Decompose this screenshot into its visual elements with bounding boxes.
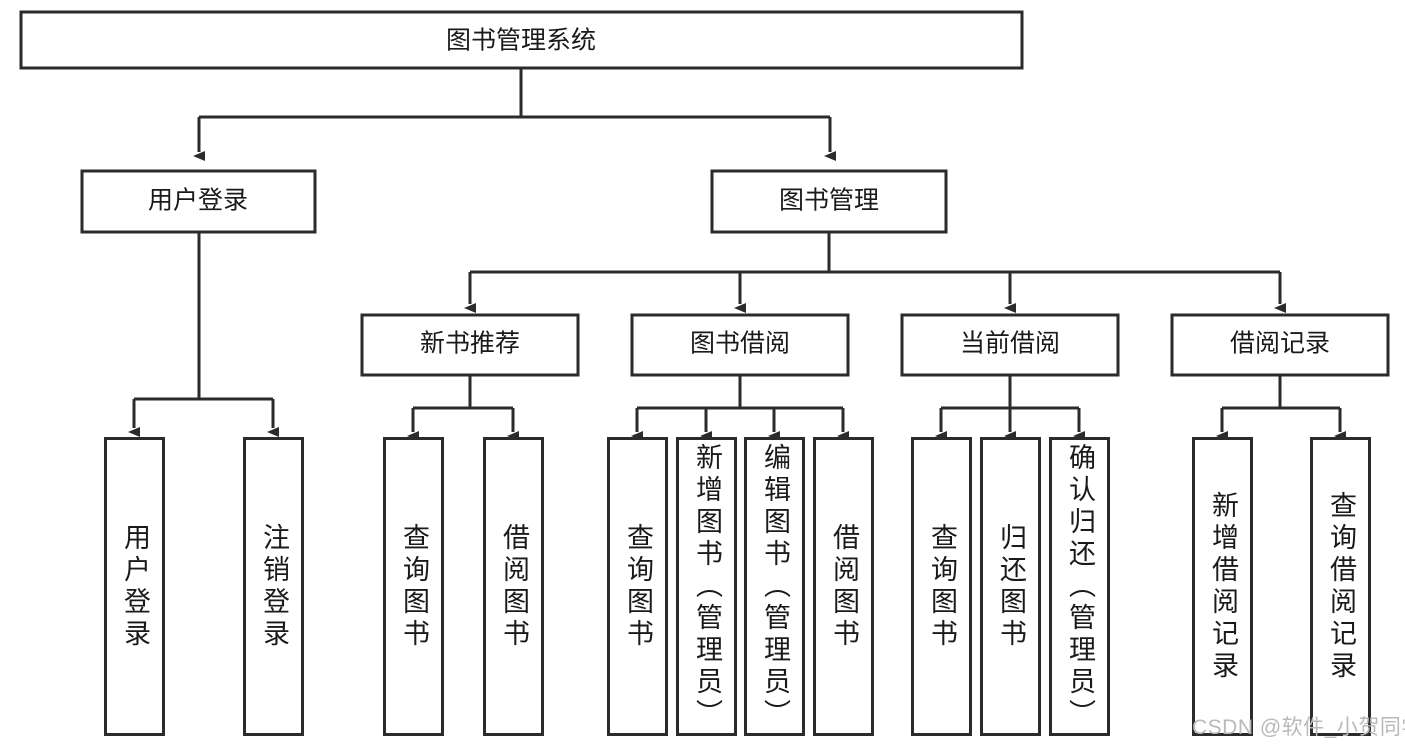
watermark-text: CSDN @软件_小贺同学 xyxy=(1192,716,1405,739)
leaf-book-borrow-3[interactable]: 编辑图书（管理员） xyxy=(744,437,805,736)
node-book-borrow-box[interactable] xyxy=(630,313,850,377)
node-borrow-record[interactable]: 借阅记录 xyxy=(1170,313,1390,377)
leaf-label: 借阅图书 xyxy=(499,522,529,651)
leaf-label: 编辑图书（管理员） xyxy=(760,442,790,731)
leaf-borrow-record-1[interactable]: 新增借阅记录 xyxy=(1192,437,1253,736)
node-new-book-recommend-box[interactable] xyxy=(360,313,580,377)
node-new-book-recommend[interactable]: 新书推荐 xyxy=(360,313,580,377)
leaf-user-login-2[interactable]: 注销登录 xyxy=(243,437,304,736)
leaf-label: 新增图书（管理员） xyxy=(692,442,722,731)
leaf-current-borrow-1[interactable]: 查询图书 xyxy=(911,437,972,736)
connector-book-borrow-to-leaves xyxy=(631,375,849,441)
node-root[interactable]: 图书管理系统 xyxy=(19,10,1024,70)
node-borrow-record-box[interactable] xyxy=(1170,313,1390,377)
leaf-current-borrow-3[interactable]: 确认归还（管理员） xyxy=(1049,437,1110,736)
leaf-borrow-record-2[interactable]: 查询借阅记录 xyxy=(1310,437,1371,736)
node-book-borrow[interactable]: 图书借阅 xyxy=(630,313,850,377)
leaf-new-book-recommend-2[interactable]: 借阅图书 xyxy=(483,437,544,736)
leaf-book-borrow-4[interactable]: 借阅图书 xyxy=(813,437,874,736)
connector-user-login-to-leaves xyxy=(128,232,279,437)
leaf-current-borrow-2[interactable]: 归还图书 xyxy=(980,437,1041,736)
node-book-management-label: 图书管理 xyxy=(779,187,879,215)
node-root-label: 图书管理系统 xyxy=(446,27,596,55)
leaf-label: 归还图书 xyxy=(996,522,1026,651)
node-book-borrow-label: 图书借阅 xyxy=(690,330,790,358)
node-user-login-label: 用户登录 xyxy=(148,187,248,215)
node-user-login-box[interactable] xyxy=(80,169,317,234)
leaf-label: 查询图书 xyxy=(927,522,957,651)
connector-book-management-to-level3 xyxy=(464,232,1286,313)
leaf-book-borrow-1[interactable]: 查询图书 xyxy=(607,437,668,736)
node-user-login[interactable]: 用户登录 xyxy=(80,169,317,234)
leaf-label: 借阅图书 xyxy=(829,522,859,651)
node-current-borrow-box[interactable] xyxy=(900,313,1120,377)
leaf-label: 用户登录 xyxy=(120,522,150,651)
node-current-borrow[interactable]: 当前借阅 xyxy=(900,313,1120,377)
leaf-new-book-recommend-1[interactable]: 查询图书 xyxy=(383,437,444,736)
leaf-label: 新增借阅记录 xyxy=(1208,490,1238,683)
node-book-management[interactable]: 图书管理 xyxy=(710,169,948,234)
connector-new-book-recommend-to-leaves xyxy=(407,375,519,441)
leaf-book-borrow-2[interactable]: 新增图书（管理员） xyxy=(676,437,737,736)
leaf-user-login-1[interactable]: 用户登录 xyxy=(104,437,165,736)
node-current-borrow-label: 当前借阅 xyxy=(960,330,1060,358)
leaf-label: 注销登录 xyxy=(259,522,289,651)
node-new-book-recommend-label: 新书推荐 xyxy=(420,330,520,358)
leaf-label: 查询图书 xyxy=(399,522,429,651)
node-root-box[interactable] xyxy=(19,10,1024,70)
node-borrow-record-label: 借阅记录 xyxy=(1230,330,1330,358)
connector-root-to-level2 xyxy=(193,68,836,161)
leaf-label: 确认归还（管理员） xyxy=(1065,442,1095,731)
leaf-label: 查询借阅记录 xyxy=(1326,490,1356,683)
leaf-label: 查询图书 xyxy=(623,522,653,651)
connector-borrow-record-to-leaves xyxy=(1216,375,1346,441)
connector-current-borrow-to-leaves xyxy=(935,375,1085,441)
